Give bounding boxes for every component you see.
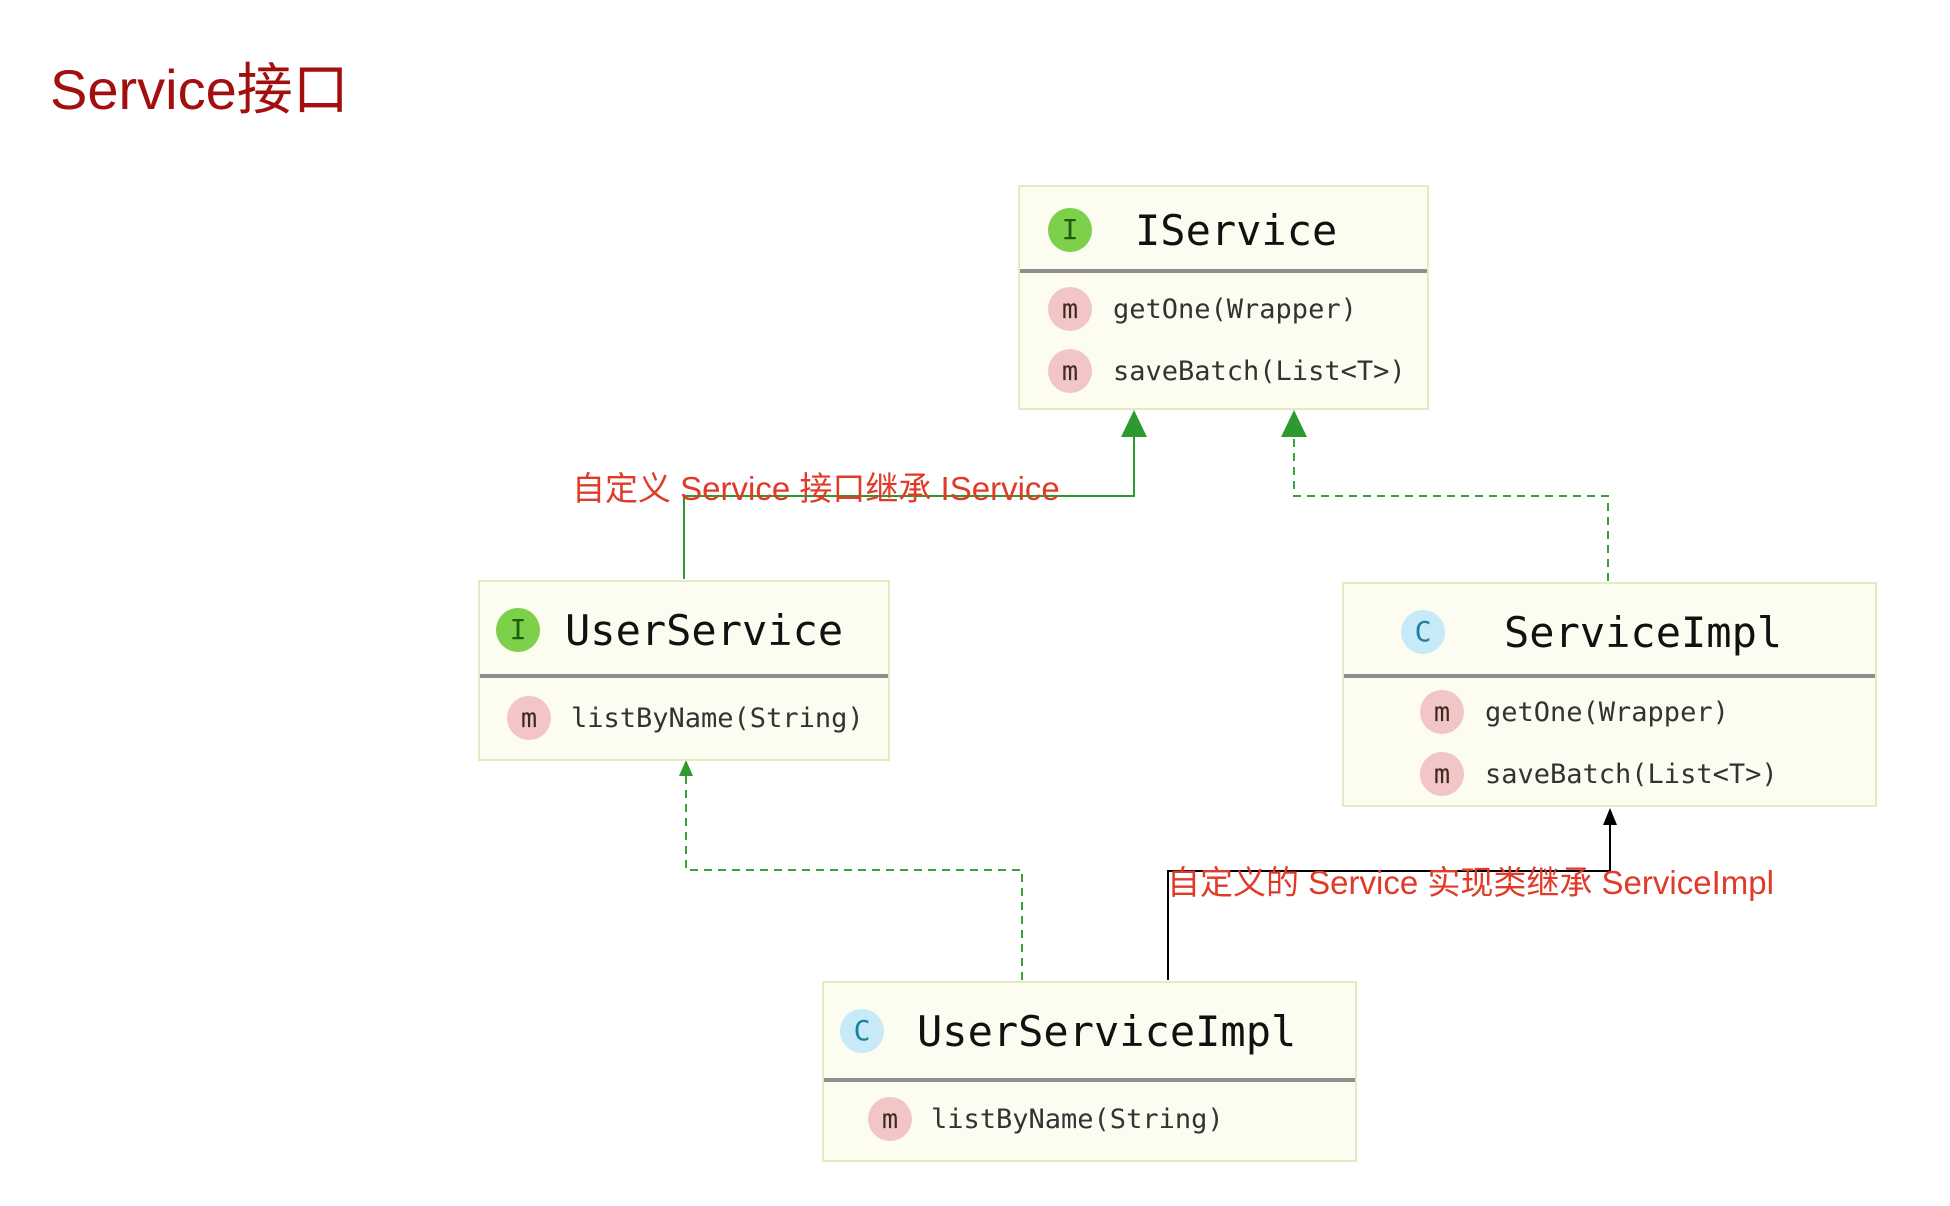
serviceimpl-header: C ServiceImpl [1344,584,1875,678]
annotation-userservice-extends: 自定义 Service 接口继承 IService [572,470,1060,507]
iservice-name: IService [1135,206,1338,255]
method-icon: m [1420,752,1464,796]
userserviceimpl-header: C UserServiceImpl [824,983,1355,1082]
userserviceimpl-method-listbyname: m listByName(String) [824,1087,1355,1149]
userserviceimpl-implements-userservice-line [685,775,1023,980]
serviceimpl-method-getone-label: getOne(Wrapper) [1485,697,1729,728]
userservice-method-listbyname-label: listByName(String) [571,703,864,734]
serviceimpl-method-savebatch-label: saveBatch(List<T>) [1485,759,1778,790]
method-icon: m [868,1097,912,1141]
method-icon: m [1048,349,1092,393]
serviceimpl-arrowhead [1603,808,1617,825]
serviceimpl-method-savebatch: m saveBatch(List<T>) [1344,744,1875,806]
userserviceimpl-name: UserServiceImpl [917,1007,1297,1056]
iservice-method-getone: m getOne(Wrapper) [1020,279,1427,341]
userservice-interface-box: I UserService m listByName(String) [478,580,890,761]
serviceimpl-implements-iservice-line [1293,436,1609,581]
iservice-left-arrowhead [1121,410,1147,437]
iservice-method-getone-label: getOne(Wrapper) [1113,294,1357,325]
userservice-extends-iservice-line [683,436,1135,579]
iservice-method-savebatch-label: saveBatch(List<T>) [1113,356,1406,387]
userservice-name: UserService [565,606,844,655]
userservice-method-listbyname: m listByName(String) [480,686,888,748]
iservice-right-arrowhead [1281,410,1307,437]
annotation-impl-extends: 自定义的 Service 实现类继承 ServiceImpl [1167,864,1774,901]
serviceimpl-class-box: C ServiceImpl m getOne(Wrapper) m saveBa… [1342,582,1877,807]
userservice-header: I UserService [480,582,888,678]
method-icon: m [507,696,551,740]
serviceimpl-name: ServiceImpl [1504,608,1783,657]
userserviceimpl-class-box: C UserServiceImpl m listByName(String) [822,981,1357,1162]
userserviceimpl-extends-serviceimpl-line [1167,824,1611,980]
iservice-header: I IService [1020,187,1427,273]
method-icon: m [1048,287,1092,331]
iservice-method-savebatch: m saveBatch(List<T>) [1020,341,1427,403]
class-icon: C [1401,610,1445,654]
class-icon: C [840,1009,884,1053]
interface-icon: I [1048,208,1092,252]
iservice-interface-box: I IService m getOne(Wrapper) m saveBatch… [1018,185,1429,410]
serviceimpl-method-getone: m getOne(Wrapper) [1344,682,1875,744]
method-icon: m [1420,690,1464,734]
userservice-arrowhead [679,760,693,776]
page-title: Service接口 [50,58,349,121]
userserviceimpl-method-listbyname-label: listByName(String) [931,1104,1224,1135]
interface-icon: I [496,608,540,652]
